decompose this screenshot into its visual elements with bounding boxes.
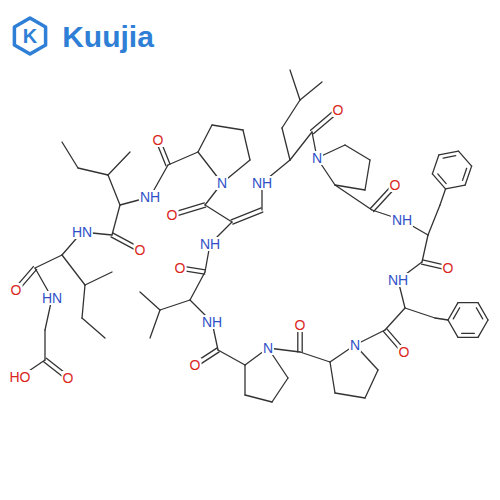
bond-line: [446, 185, 466, 189]
atom-label: NH: [251, 176, 273, 190]
bond-line: [212, 125, 243, 130]
bond-line: [476, 308, 482, 319]
bond-line: [244, 365, 245, 395]
bond-line: [458, 151, 471, 166]
atom-label: NH: [139, 190, 161, 204]
bond-line: [245, 395, 272, 402]
bond-line: [438, 174, 446, 184]
bond-line: [272, 378, 288, 402]
bond-line: [443, 156, 456, 158]
atom-label: HO: [9, 370, 32, 384]
bond-line: [365, 160, 370, 190]
atom-label: O: [134, 243, 147, 257]
bond-line: [44, 330, 45, 360]
bond-line: [365, 370, 378, 398]
atom-label: O: [10, 283, 23, 297]
bond-line: [82, 285, 85, 318]
bond-line: [85, 272, 112, 285]
bond-line: [62, 142, 78, 168]
bond-line: [435, 318, 448, 320]
atom-label: N: [216, 176, 228, 190]
atom-label: N: [311, 151, 323, 165]
bond-line: [112, 205, 120, 235]
bond-line: [428, 205, 440, 235]
bond-line: [432, 155, 438, 174]
bond-line: [453, 308, 459, 319]
bond-line: [290, 70, 300, 100]
bond-line: [218, 350, 245, 365]
atom-label: NH: [391, 213, 413, 227]
bond-line: [345, 145, 370, 160]
atom-label: NH: [387, 273, 409, 287]
atom-label: O: [189, 358, 202, 372]
atom-label: HN: [41, 291, 63, 305]
bond-line: [422, 235, 428, 262]
bond-line: [243, 130, 250, 160]
atom-label: NH: [199, 237, 221, 251]
bond-line: [405, 308, 435, 318]
bond-line: [385, 308, 405, 330]
bond-line: [300, 352, 330, 362]
atom-label: O: [398, 345, 411, 359]
atom-label: O: [174, 261, 187, 275]
atom-label: O: [389, 178, 402, 192]
bond-line: [439, 151, 459, 155]
bond-line: [198, 125, 212, 152]
logo-hexagon: [14, 18, 45, 54]
bond-line: [140, 292, 160, 310]
bond-line: [440, 189, 446, 205]
atom-label: O: [442, 261, 455, 275]
bond-line: [330, 362, 335, 393]
bond-line: [108, 175, 120, 205]
bond-line: [150, 310, 160, 338]
atom-label: O: [152, 133, 165, 147]
atom-label: O: [62, 371, 75, 385]
atom-label: NH: [201, 315, 223, 329]
atom-label: N: [349, 338, 361, 352]
bond-line: [458, 337, 478, 338]
logo-text: Kuujia: [61, 22, 155, 52]
bond-line: [82, 318, 105, 338]
atom-label: O: [166, 208, 179, 222]
bond-line: [108, 152, 130, 175]
bond-line: [300, 82, 322, 100]
bond-line: [282, 100, 300, 128]
bond-line: [458, 302, 478, 303]
bond-line: [190, 272, 205, 300]
bond-line: [448, 303, 458, 320]
bond-line: [160, 300, 190, 310]
bond-line: [463, 168, 467, 180]
atom-label: HN: [71, 225, 93, 239]
bond-line: [335, 393, 365, 398]
bond-line: [448, 320, 458, 337]
bond-line: [478, 303, 488, 320]
bond-line: [231, 208, 261, 220]
bond-line: [205, 205, 232, 222]
bond-line: [62, 255, 85, 285]
bond-line: [290, 132, 312, 160]
atom-label: N: [262, 341, 274, 355]
bond-line: [35, 255, 62, 268]
logo-letter: K: [22, 26, 38, 46]
bond-line: [168, 152, 198, 165]
bond-line: [78, 168, 108, 175]
bond-line: [282, 128, 290, 160]
atom-label: O: [332, 103, 345, 117]
atom-label: O: [294, 318, 307, 332]
bond-line: [478, 320, 488, 337]
bond-line: [432, 174, 445, 189]
bond-line: [462, 333, 475, 334]
bond-line: [335, 185, 372, 210]
